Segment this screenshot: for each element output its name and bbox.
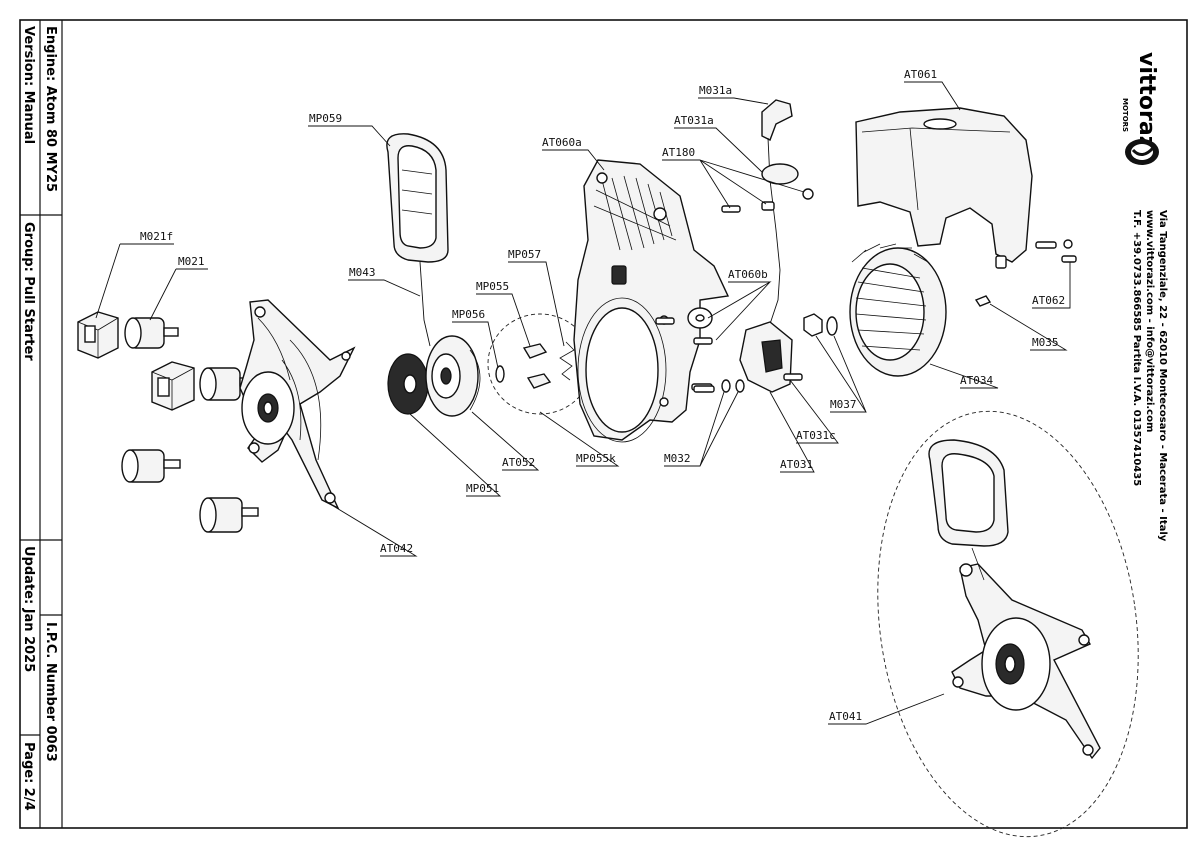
part-at060b-washer bbox=[687, 307, 713, 329]
logo-subtext: MOTORS bbox=[1121, 98, 1129, 132]
part-at060b-bolt-1 bbox=[655, 317, 675, 325]
callout-m043: M043 bbox=[349, 266, 376, 279]
callout-m021f: M021f bbox=[140, 230, 173, 243]
callout-at031c: AT031c bbox=[796, 429, 836, 442]
part-m037-nut bbox=[803, 313, 823, 337]
part-m035-key bbox=[974, 295, 992, 307]
part-at062-nut bbox=[1063, 239, 1073, 249]
callout-m037: M037 bbox=[830, 398, 857, 411]
part-at180-fastener-3 bbox=[802, 188, 814, 200]
callout-m035: M035 bbox=[1032, 336, 1059, 349]
part-at060a-starter-cover bbox=[573, 159, 730, 443]
callout-at031: AT031 bbox=[780, 458, 813, 471]
part-m032-washers bbox=[721, 379, 745, 393]
callout-mp055: MP055 bbox=[476, 280, 509, 293]
part-at052-pulley bbox=[425, 335, 481, 417]
part-mp051-spring-disk bbox=[387, 353, 429, 415]
callout-at052: AT052 bbox=[502, 456, 535, 469]
part-mp057-spring bbox=[559, 341, 575, 381]
callout-at042: AT042 bbox=[380, 542, 413, 555]
callout-m032: M032 bbox=[664, 452, 691, 465]
leader-lines bbox=[95, 81, 1071, 725]
part-at031c-bolt bbox=[783, 373, 803, 381]
callout-mp056: MP056 bbox=[452, 308, 485, 321]
callout-mp051: MP051 bbox=[466, 482, 499, 495]
part-at031-ignition-coil bbox=[739, 321, 793, 393]
logo-emblem-icon bbox=[1125, 139, 1159, 165]
callout-mp055k: MP055k bbox=[576, 452, 616, 465]
callout-at041: AT041 bbox=[829, 710, 862, 723]
part-at042-starter-housing bbox=[239, 299, 356, 510]
part-m021f-mount-box-1 bbox=[77, 311, 119, 359]
part-at061-fan-shroud bbox=[855, 107, 1033, 269]
part-at031a-grommet bbox=[761, 163, 799, 185]
callout-m021: M021 bbox=[178, 255, 205, 268]
callout-at062: AT062 bbox=[1032, 294, 1065, 307]
callout-at060a: AT060a bbox=[542, 136, 582, 149]
callout-mp057: MP057 bbox=[508, 248, 541, 261]
group-text: Group: Pull Starter bbox=[21, 222, 36, 361]
part-at034-fan-flywheel bbox=[849, 243, 947, 377]
part-m021-rubber-mount-3 bbox=[121, 449, 181, 483]
part-m031a-plug-cap bbox=[761, 99, 793, 141]
part-at180-fastener-2 bbox=[761, 201, 775, 211]
part-mp056-washer bbox=[495, 365, 505, 383]
callout-m031a: M031a bbox=[699, 84, 732, 97]
part-mp059-handle bbox=[386, 133, 449, 263]
engine-text: Engine: Atom 80 MY25 bbox=[43, 26, 58, 192]
part-m021f-mount-box-2 bbox=[151, 361, 195, 411]
part-m032-bolt bbox=[693, 385, 715, 393]
logo-text: vittorazi bbox=[1134, 52, 1159, 156]
part-m037-washer bbox=[826, 316, 838, 336]
part-m021-rubber-mount-1 bbox=[124, 317, 179, 349]
callout-at031a: AT031a bbox=[674, 114, 714, 127]
at041-assembly-outline bbox=[877, 410, 1139, 838]
part-m043-rope bbox=[419, 261, 431, 347]
callout-at061: AT061 bbox=[904, 68, 937, 81]
sheet-border bbox=[19, 19, 1188, 829]
part-at041-assembled-starter bbox=[928, 439, 1101, 760]
part-at062-screw-2 bbox=[1061, 255, 1077, 263]
part-at060b-bolt-2 bbox=[693, 337, 713, 345]
web-email-text: www.vittorazi.com - info@vittorazi.com bbox=[1144, 210, 1155, 432]
part-m021-rubber-mount-4 bbox=[199, 497, 259, 533]
callout-mp059: MP059 bbox=[309, 112, 342, 125]
part-at180-fastener-1 bbox=[721, 205, 741, 213]
callout-at180: AT180 bbox=[662, 146, 695, 159]
address-text: Via Tangenziale, 22 - 62010 Montecosaro … bbox=[1157, 210, 1168, 542]
phone-vat-text: T.F. +39.0733.866585 Partita I.V.A. 0135… bbox=[1131, 210, 1142, 486]
update-text: Update: Jan 2025 bbox=[21, 546, 36, 672]
part-mp055-pawl-1 bbox=[522, 343, 548, 359]
part-mp055-pawl-2 bbox=[526, 373, 552, 389]
company-logo: vittorazi MOTORS bbox=[1121, 52, 1159, 165]
callout-at034: AT034 bbox=[960, 374, 993, 387]
ipc-number-text: I.P.C. Number 0063 bbox=[43, 622, 58, 762]
callout-at060b: AT060b bbox=[728, 268, 768, 281]
page-text: Page: 2/4 bbox=[21, 742, 36, 811]
version-text: Version: Manual bbox=[21, 26, 36, 144]
part-at062-screw-1 bbox=[1035, 241, 1057, 249]
